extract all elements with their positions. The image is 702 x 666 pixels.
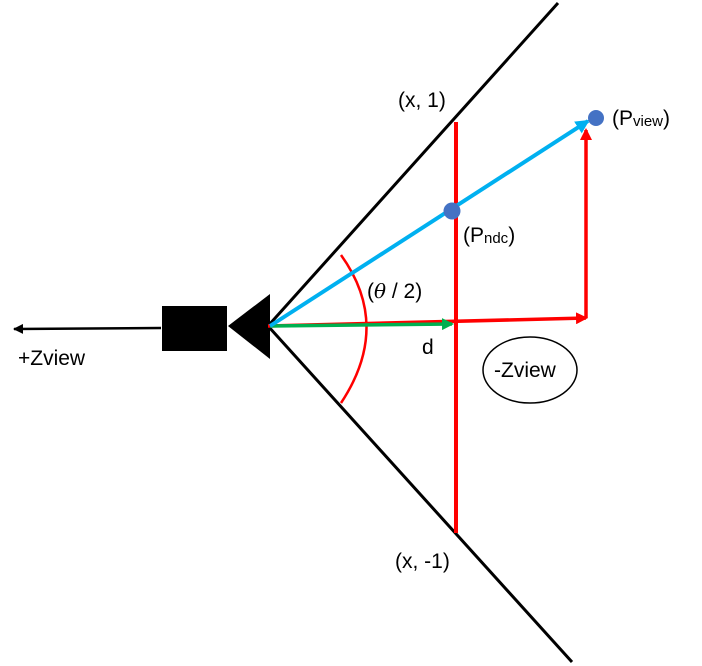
frustum-top-edge	[266, 1, 560, 328]
p-view-label-open: (P	[612, 107, 633, 130]
minus-z-label-ellipse	[482, 336, 578, 404]
top-point-label: (x, 1)	[398, 89, 446, 112]
p-ndc-label-close: )	[508, 224, 516, 247]
p-ndc-label-open: (P	[463, 224, 484, 247]
camera-body	[162, 306, 227, 351]
distance-arrow	[269, 318, 454, 331]
camera-lens	[228, 294, 270, 359]
plus-z-axis-arrow	[13, 323, 162, 334]
minus-z-label: -Zview	[494, 359, 556, 382]
half-angle-open: (	[367, 280, 374, 303]
half-angle-rest: / 2)	[386, 280, 423, 303]
half-angle-label: (θ / 2)	[367, 281, 422, 302]
p-view-label-close: )	[663, 107, 671, 130]
theta-symbol: θ	[374, 279, 387, 303]
p-ndc-point	[443, 202, 461, 220]
view-ray-arrow	[268, 119, 590, 328]
bottom-point-label: (x, -1)	[395, 550, 450, 573]
plus-z-label: +Zview	[18, 347, 86, 370]
p-ndc-label: (Pndc)	[463, 225, 515, 246]
distance-label: d	[422, 336, 434, 359]
p-view-label-sub: view	[633, 113, 664, 130]
frustum-bottom-edge	[266, 324, 574, 664]
p-view-label: (Pview)	[612, 108, 670, 129]
p-view-point	[588, 110, 604, 126]
p-ndc-label-sub: ndc	[484, 230, 509, 247]
